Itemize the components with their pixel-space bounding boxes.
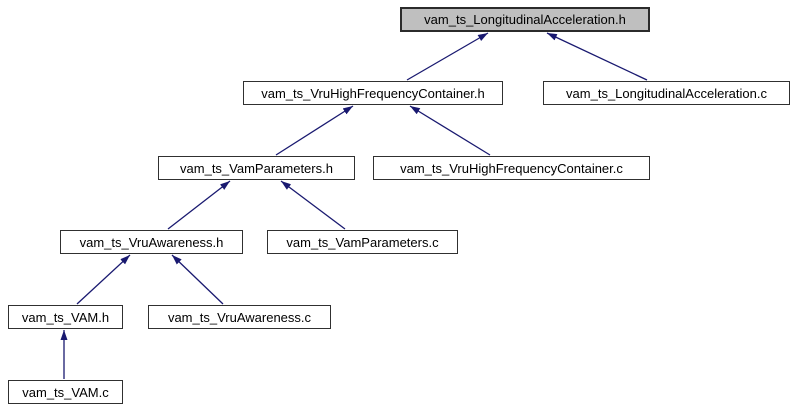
node-vam-ts-vruhighfrequencycontainer-h[interactable]: vam_ts_VruHighFrequencyContainer.h (243, 81, 503, 105)
node-vam-ts-vruhighfrequencycontainer-c[interactable]: vam_ts_VruHighFrequencyContainer.c (373, 156, 650, 180)
node-vam-ts-longitudinalacceleration-c[interactable]: vam_ts_LongitudinalAcceleration.c (543, 81, 790, 105)
edge-vamparameters-h-to-vruhighfrequencycontainer-h (275, 105, 354, 156)
node-vam-ts-vruawareness-c[interactable]: vam_ts_VruAwareness.c (148, 305, 331, 329)
edge-vruawareness-c-to-vruawareness-h (171, 254, 224, 305)
edge-longitudinalacceleration-c-to-longitudinalacceleration-h (546, 32, 648, 81)
edge-vam-h-to-vruawareness-h (76, 254, 131, 305)
node-vam-ts-vam-c[interactable]: vam_ts_VAM.c (8, 380, 123, 404)
edge-vruhighfrequencycontainer-h-to-longitudinalacceleration-h (406, 32, 489, 81)
node-vam-ts-vamparameters-c[interactable]: vam_ts_VamParameters.c (267, 230, 458, 254)
node-vam-ts-vam-h[interactable]: vam_ts_VAM.h (8, 305, 123, 329)
edge-vruhighfrequencycontainer-c-to-vruhighfrequencycontainer-h (409, 105, 491, 156)
node-vam-ts-longitudinalacceleration-h: vam_ts_LongitudinalAcceleration.h (400, 7, 650, 32)
edge-vruawareness-h-to-vamparameters-h (167, 180, 231, 230)
node-vam-ts-vamparameters-h[interactable]: vam_ts_VamParameters.h (158, 156, 355, 180)
edge-vamparameters-c-to-vamparameters-h (280, 180, 346, 230)
node-vam-ts-vruawareness-h[interactable]: vam_ts_VruAwareness.h (60, 230, 243, 254)
